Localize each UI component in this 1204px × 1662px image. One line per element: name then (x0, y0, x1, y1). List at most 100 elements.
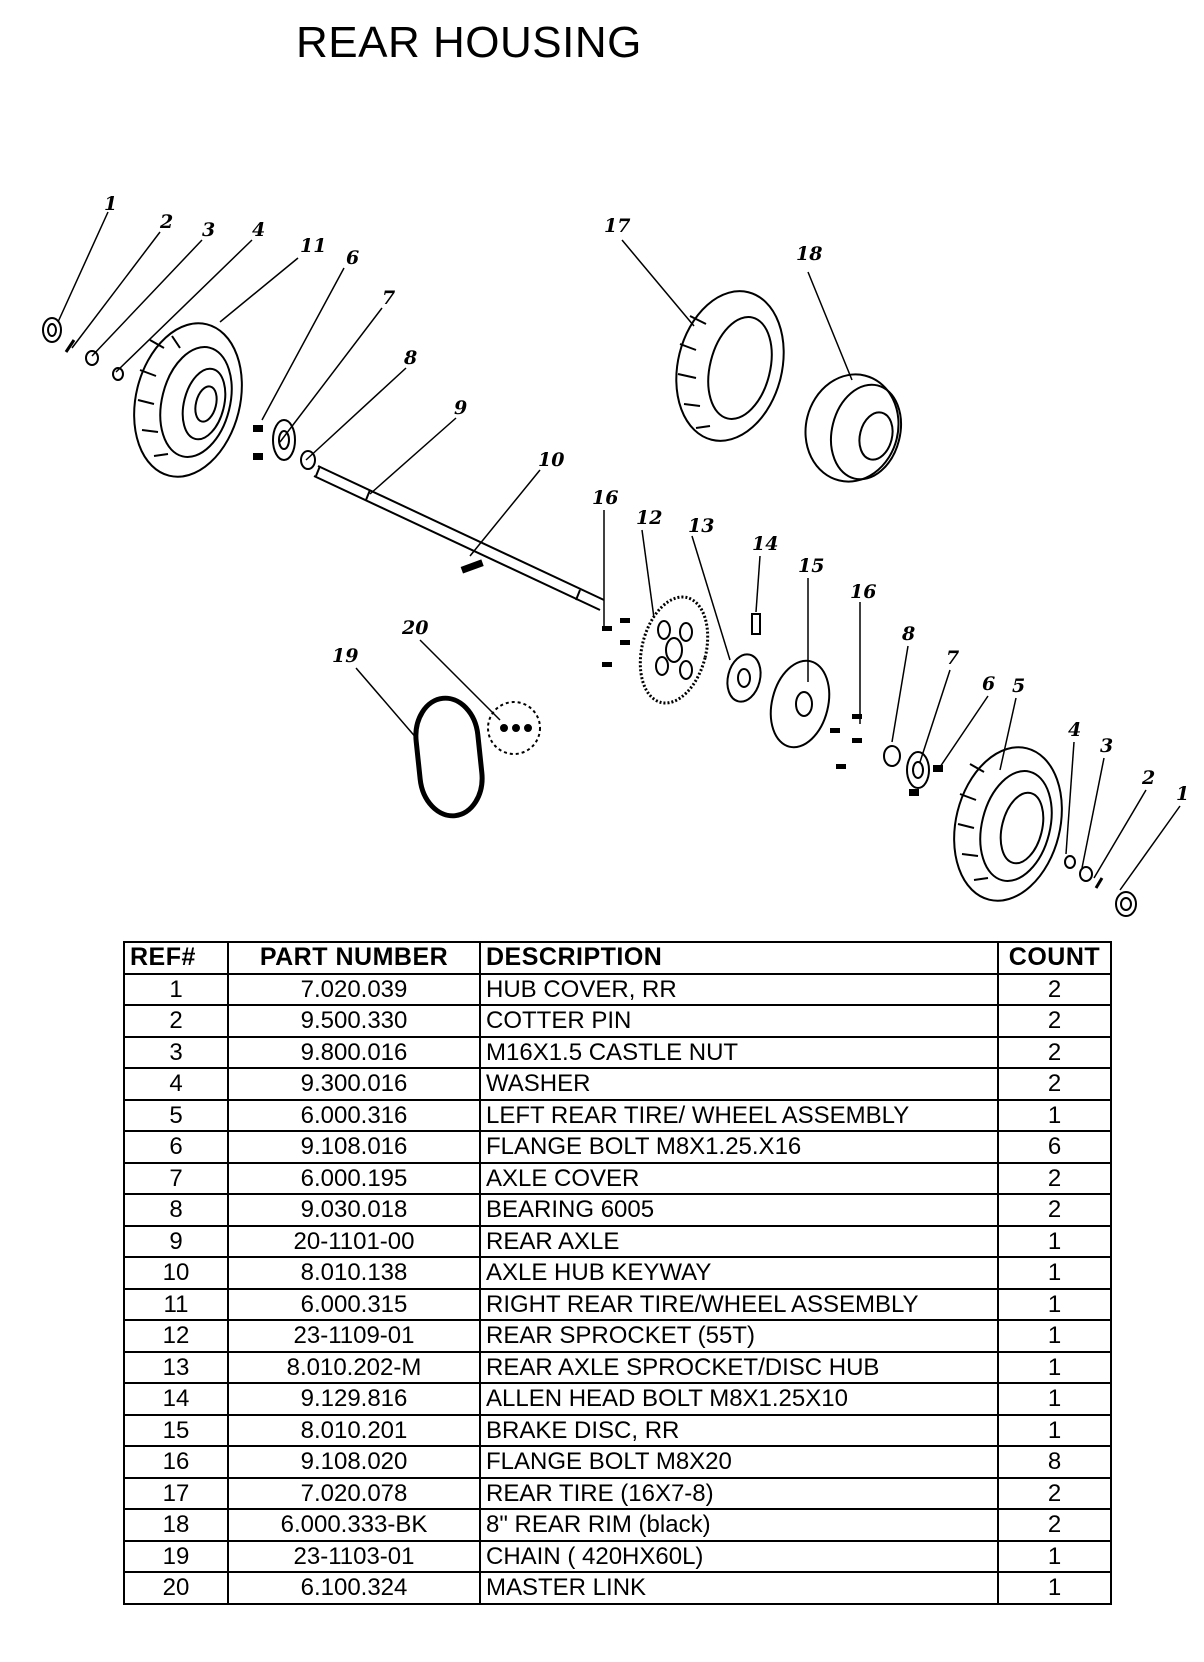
callout-19: 19 (332, 645, 358, 667)
count-cell: 1 (997, 1350, 1112, 1384)
description-cell: ALLEN HEAD BOLT M8X1.25X10 (479, 1382, 999, 1416)
part-number-cell: 9.500.330 (227, 1004, 481, 1038)
header-ref: REF# (123, 941, 229, 975)
count-cell: 2 (997, 1193, 1112, 1227)
description-cell: REAR TIRE (16X7-8) (479, 1476, 999, 1510)
count-cell: 1 (997, 1413, 1112, 1447)
callout-3: 3 (202, 219, 215, 241)
header-part-number: PART NUMBER (227, 941, 481, 975)
callout-1-right: 1 (1176, 783, 1189, 805)
callout-1: 1 (104, 193, 117, 215)
count-cell: 1 (997, 1098, 1112, 1132)
callout-15: 15 (798, 555, 824, 577)
part-number-cell: 6.100.324 (227, 1571, 481, 1605)
part-number-cell: 6.000.195 (227, 1161, 481, 1195)
part-number-cell: 9.030.018 (227, 1193, 481, 1227)
part-number-cell: 23-1103-01 (227, 1539, 481, 1573)
callout-14: 14 (752, 533, 778, 555)
callout-7-right: 7 (946, 647, 959, 669)
description-cell: BEARING 6005 (479, 1193, 999, 1227)
count-cell: 1 (997, 1287, 1112, 1321)
exploded-parts-diagram: 1 2 3 4 11 6 7 8 9 10 17 18 16 12 13 14 … (0, 170, 1204, 930)
ref-cell: 18 (123, 1508, 229, 1542)
callout-9: 9 (454, 397, 467, 419)
table-header-row: REF# PART NUMBER DESCRIPTION COUNT (123, 941, 1112, 975)
rear-sprocket (638, 595, 710, 705)
description-cell: MASTER LINK (479, 1571, 999, 1605)
drive-chain (413, 695, 485, 819)
header-count: COUNT (997, 941, 1112, 975)
description-cell: M16X1.5 CASTLE NUT (479, 1035, 999, 1069)
allen-head-bolt (751, 613, 761, 635)
part-number-cell: 6.000.315 (227, 1287, 481, 1321)
callout-18: 18 (796, 243, 822, 265)
description-cell: 8" REAR RIM (black) (479, 1508, 999, 1542)
callout-11: 11 (300, 235, 326, 257)
part-number-cell: 9.300.016 (227, 1067, 481, 1101)
part-number-cell: 6.000.316 (227, 1098, 481, 1132)
disc-bolts (830, 714, 862, 769)
ref-cell: 14 (123, 1382, 229, 1416)
left-hub-parts (42, 317, 124, 381)
right-tire (953, 746, 1063, 902)
part-number-cell: 9.108.016 (227, 1130, 481, 1164)
ref-cell: 19 (123, 1539, 229, 1573)
callout-4-right: 4 (1068, 719, 1081, 741)
part-number-cell: 7.020.078 (227, 1476, 481, 1510)
header-description: DESCRIPTION (479, 941, 999, 975)
count-cell: 1 (997, 1571, 1112, 1605)
ref-cell: 10 (123, 1256, 229, 1290)
ref-cell: 17 (123, 1476, 229, 1510)
callout-17: 17 (604, 215, 630, 237)
callout-8: 8 (403, 347, 417, 369)
count-cell: 2 (997, 1004, 1112, 1038)
callout-7: 7 (382, 287, 395, 309)
part-number-cell: 8.010.202-M (227, 1350, 481, 1384)
callout-6-right: 6 (982, 673, 995, 695)
callout-3-right: 3 (1100, 735, 1113, 757)
left-axle-cover-group (253, 419, 316, 470)
callout-16-right: 16 (850, 581, 876, 603)
master-link (487, 701, 541, 755)
count-cell: 2 (997, 1476, 1112, 1510)
ref-cell: 8 (123, 1193, 229, 1227)
callout-20: 20 (401, 617, 428, 639)
description-cell: RIGHT REAR TIRE/WHEEL ASSEMBLY (479, 1287, 999, 1321)
part-number-cell: 23-1109-01 (227, 1319, 481, 1353)
description-cell: AXLE HUB KEYWAY (479, 1256, 999, 1290)
left-tire (133, 322, 243, 478)
description-cell: REAR AXLE SPROCKET/DISC HUB (479, 1350, 999, 1384)
ref-cell: 2 (123, 1004, 229, 1038)
count-cell: 2 (997, 1067, 1112, 1101)
ref-cell: 12 (123, 1319, 229, 1353)
ref-cell: 4 (123, 1067, 229, 1101)
right-axle-cover-group (883, 745, 943, 796)
callout-5: 5 (1012, 675, 1025, 697)
count-cell: 1 (997, 1382, 1112, 1416)
description-cell: REAR AXLE (479, 1224, 999, 1258)
callout-13: 13 (688, 515, 714, 537)
count-cell: 1 (997, 1224, 1112, 1258)
description-cell: CHAIN ( 420HX60L) (479, 1539, 999, 1573)
callout-2: 2 (159, 211, 173, 233)
count-cell: 6 (997, 1130, 1112, 1164)
ref-cell: 5 (123, 1098, 229, 1132)
ref-cell: 15 (123, 1413, 229, 1447)
part-number-cell: 9.800.016 (227, 1035, 481, 1069)
count-cell: 2 (997, 1035, 1112, 1069)
